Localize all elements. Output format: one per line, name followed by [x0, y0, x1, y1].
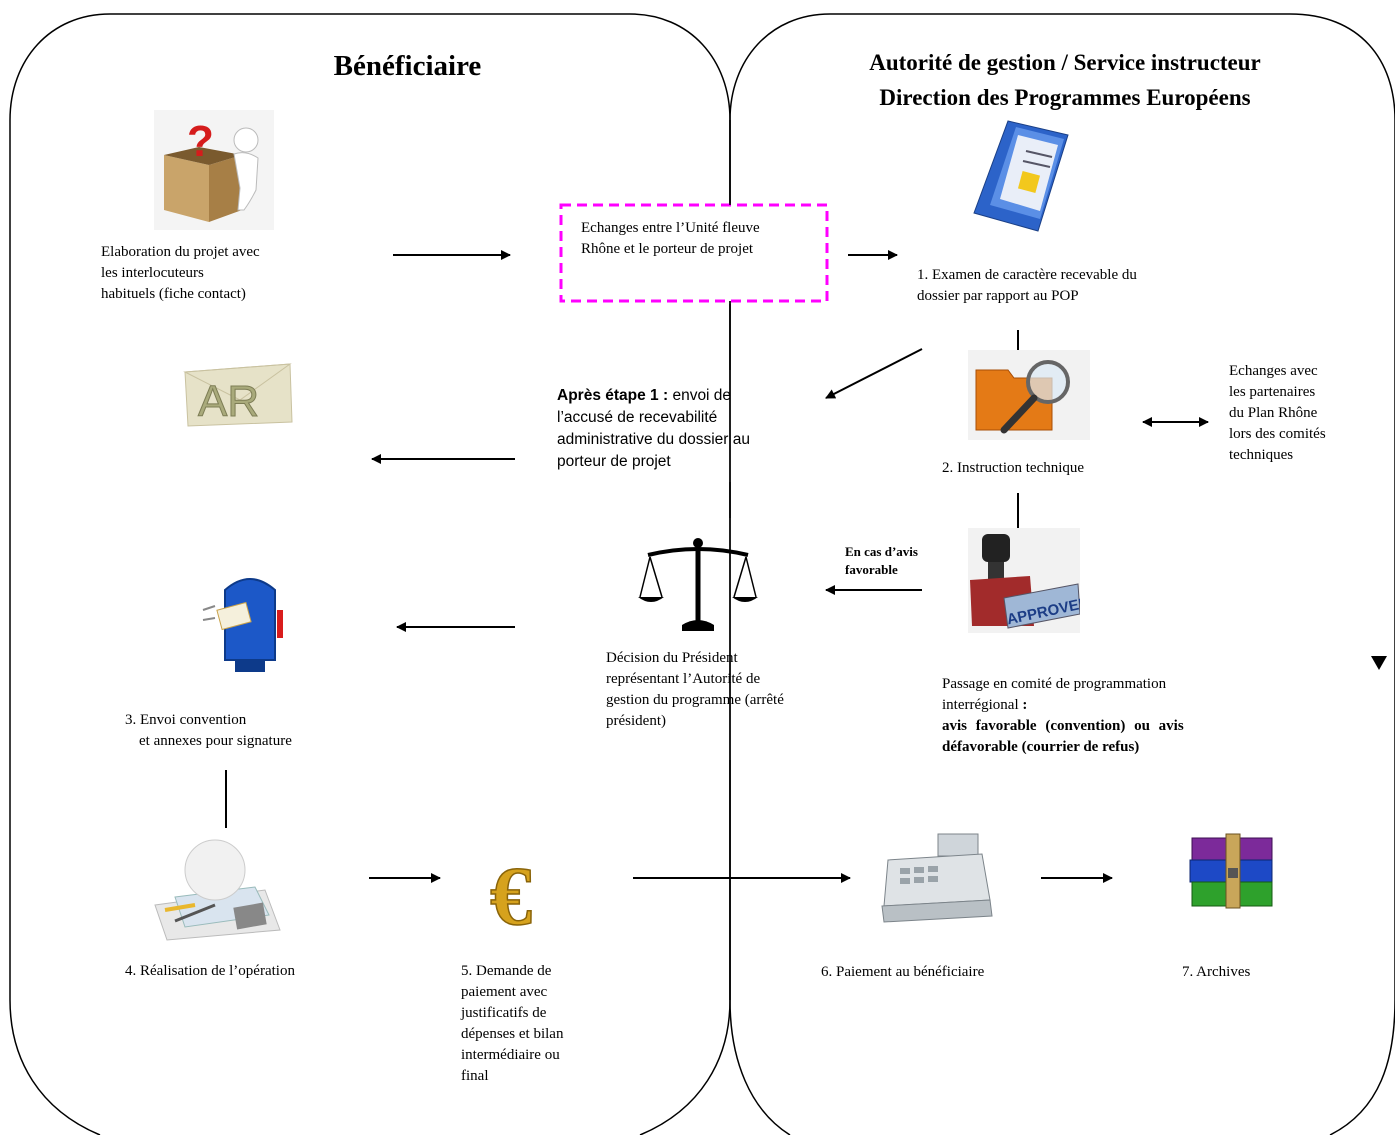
- partners-line-3: du Plan Rhône: [1229, 405, 1318, 421]
- apres-etape1-bold: Après étape 1 :: [557, 387, 669, 404]
- elaboration-line-2: les interlocuteurs: [101, 265, 204, 281]
- ar-envelope-icon: AR: [180, 360, 300, 430]
- apres-etape1-line-2: l’accusé de recevabilité: [557, 409, 718, 426]
- avis-favorable-line-2: favorable: [845, 562, 898, 577]
- autorite-panel: [729, 13, 1395, 1135]
- svg-text:?: ?: [187, 117, 214, 166]
- step3-line-2: et annexes pour signature: [139, 733, 292, 749]
- step1-text: 1. Examen de caractère recevable du doss…: [917, 265, 1137, 307]
- elaboration-text: Elaboration du projet avec les interlocu…: [101, 242, 260, 305]
- step7-text: 7. Archives: [1182, 964, 1251, 980]
- partners-text: Echanges avec les partenaires du Plan Rh…: [1229, 361, 1326, 466]
- step4-text: 4. Réalisation de l’opération: [125, 963, 295, 979]
- approved-stamp-icon: APPROVED: [968, 528, 1091, 633]
- step3-text: 3. Envoi convention et annexes pour sign…: [125, 710, 292, 752]
- euro-icon: €: [480, 848, 580, 944]
- right-edge-marker: [1371, 656, 1387, 670]
- comite-line-2: interrégional: [942, 697, 1019, 713]
- archive-books-icon: [1188, 830, 1278, 912]
- step5-line-6: final: [461, 1068, 489, 1084]
- avis-favorable-line-1: En cas d’avis: [845, 544, 918, 559]
- comite-line-1: Passage en comité de programmation: [942, 676, 1167, 692]
- comite-text: Passage en comité de programmation inter…: [942, 674, 1184, 758]
- decision-text: Décision du Président représentant l’Aut…: [606, 648, 784, 732]
- step5-line-1: 5. Demande de: [461, 963, 552, 979]
- mailbox-icon: [195, 570, 305, 680]
- step1-line-2: dossier par rapport au POP: [917, 288, 1079, 304]
- step5-text: 5. Demande de paiement avec justificatif…: [461, 961, 563, 1087]
- euro-symbol: €: [490, 850, 532, 933]
- decision-line-4: président): [606, 713, 666, 729]
- partners-line-5: techniques: [1229, 447, 1294, 463]
- step5-line-3: justificatifs de: [461, 1005, 547, 1021]
- partners-line-2: les partenaires: [1229, 384, 1316, 400]
- apres-etape1-line-3: administrative du dossier au: [557, 431, 750, 448]
- folder-document-icon: [968, 115, 1073, 235]
- comite-bold-1: avis favorable (convention) ou avis: [942, 718, 1184, 734]
- cash-register-icon: [878, 830, 993, 925]
- arrow-step1-to-apres: [825, 348, 923, 399]
- beneficiaire-title: Bénéficiaire: [333, 50, 482, 82]
- decision-line-2: représentant l’Autorité de: [606, 671, 761, 687]
- autorite-title-line2: Direction des Programmes Européens: [879, 85, 1251, 110]
- folder-magnifier-icon: [968, 350, 1090, 440]
- scales-icon: [638, 535, 758, 635]
- beneficiaire-panel: [9, 13, 731, 1135]
- step6-text: 6. Paiement au bénéficiaire: [821, 964, 985, 980]
- step3-line-1: 3. Envoi convention: [125, 712, 247, 728]
- step1-line-1: 1. Examen de caractère recevable du: [917, 267, 1137, 283]
- decision-line-1: Décision du Président: [606, 650, 738, 666]
- comite-colon: :: [1018, 697, 1028, 713]
- echanges-dashed-box: [559, 203, 829, 303]
- step5-line-5: intermédiaire ou: [461, 1047, 560, 1063]
- partners-line-1: Echanges avec: [1229, 363, 1318, 379]
- step2-text: 2. Instruction technique: [942, 460, 1085, 476]
- comite-bold-2: défavorable (courrier de refus): [942, 739, 1140, 755]
- step5-line-4: dépenses et bilan: [461, 1026, 564, 1042]
- echanges-unite-text: Echanges entre l’Unité fleuve Rhône et l…: [581, 218, 760, 260]
- elaboration-line-1: Elaboration du projet avec: [101, 244, 260, 260]
- elaboration-line-3: habituels (fiche contact): [101, 286, 246, 302]
- question-box-icon: ?: [154, 110, 274, 230]
- avis-favorable-label: En cas d’avis favorable: [845, 543, 918, 579]
- step5-line-2: paiement avec: [461, 984, 548, 1000]
- ar-icon-text: AR: [198, 377, 259, 426]
- apres-etape1-line-4: porteur de projet: [557, 453, 671, 470]
- autorite-title-line1: Autorité de gestion / Service instructeu…: [869, 50, 1261, 75]
- apres-etape1-rest: envoi de: [668, 387, 732, 404]
- partners-line-4: lors des comités: [1229, 426, 1326, 442]
- apres-etape1-text: Après étape 1 : envoi de l’accusé de rec…: [557, 385, 750, 473]
- construction-icon: [145, 835, 285, 943]
- echanges-unite-line-2: Rhône et le porteur de projet: [581, 241, 754, 257]
- decision-line-3: gestion du programme (arrêté: [606, 692, 784, 708]
- echanges-unite-line-1: Echanges entre l’Unité fleuve: [581, 220, 760, 236]
